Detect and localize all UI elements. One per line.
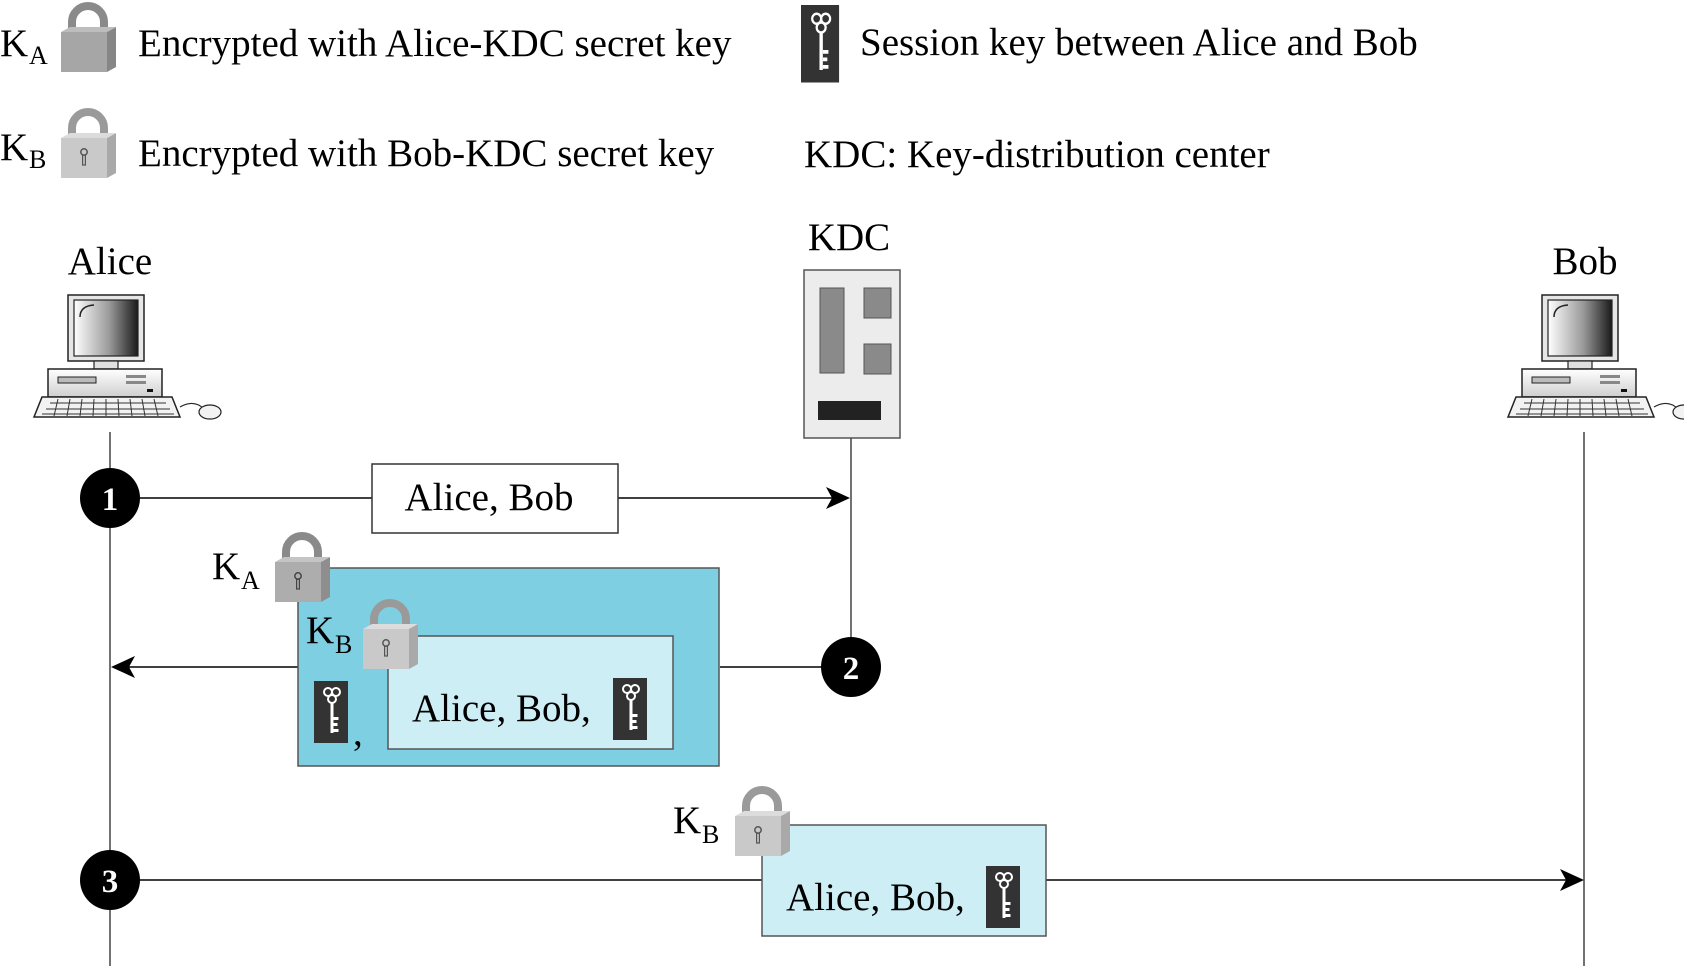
step-2-number: 2: [843, 651, 860, 687]
legend-session-text: Session key between Alice and Bob: [860, 21, 1418, 64]
legend-kdc-text: KDC: Key-distribution center: [804, 133, 1270, 176]
step-3-subscript: B: [702, 820, 719, 849]
step-1-message: Alice, Bob: [405, 476, 574, 519]
step-3-badge: [80, 850, 140, 910]
legend-kb-text: Encrypted with Bob-KDC secret key: [138, 132, 715, 175]
session-key-icon: [985, 865, 1021, 929]
padlock-kb-icon: [61, 112, 116, 178]
step-2: 2 K A , K B Alice, Bob,: [111, 536, 881, 767]
kdc-server-icon: [803, 269, 901, 439]
actor-alice-label: Alice: [68, 240, 152, 283]
legend-kb-k: K: [0, 126, 28, 169]
step-3: 3 K B Alice, Bob,: [80, 790, 1584, 937]
step-1: 1 Alice, Bob: [80, 463, 850, 534]
legend: K A Encrypted with Alice-KDC secret key …: [0, 5, 1418, 178]
legend-kb-subscript: B: [29, 145, 46, 174]
session-key-icon: [612, 677, 648, 741]
bob-computer-icon: [1507, 294, 1684, 420]
step-2-outer-k: K: [212, 545, 240, 588]
actor-kdc-label: KDC: [808, 216, 890, 259]
step-3-message: Alice, Bob,: [786, 876, 965, 919]
legend-ka-subscript: A: [29, 41, 48, 70]
legend-session-key: Session key between Alice and Bob: [799, 3, 1418, 84]
padlock-ka-icon: [275, 536, 330, 602]
step-2-inner-k: K: [306, 609, 334, 652]
step-1-message-box: [371, 463, 619, 534]
session-key-icon: [313, 680, 349, 744]
legend-ka-k: K: [0, 22, 28, 65]
alice-computer-icon: [33, 294, 222, 420]
step-1-number: 1: [102, 482, 119, 518]
legend-kb: K B Encrypted with Bob-KDC secret key: [0, 112, 715, 178]
padlock-kb-icon: [735, 790, 790, 856]
arrowhead-icon: [826, 487, 850, 509]
session-key-icon: [799, 3, 841, 84]
legend-ka: K A Encrypted with Alice-KDC secret key: [0, 6, 732, 72]
arrowhead-icon: [1560, 869, 1584, 891]
actor-bob-label: Bob: [1552, 240, 1617, 283]
step-2-outer-subscript: A: [241, 566, 260, 595]
step-2-inner-message: Alice, Bob,: [412, 687, 591, 730]
legend-ka-text: Encrypted with Alice-KDC secret key: [138, 22, 732, 65]
step-2-inner-subscript: B: [335, 630, 352, 659]
step-3-number: 3: [102, 864, 119, 900]
padlock-ka-icon: [61, 6, 116, 72]
step-3-k: K: [673, 799, 701, 842]
step-2-comma: ,: [353, 711, 363, 754]
arrowhead-icon: [111, 656, 135, 678]
step-2-badge: [821, 637, 881, 697]
step-1-badge: [80, 468, 140, 528]
